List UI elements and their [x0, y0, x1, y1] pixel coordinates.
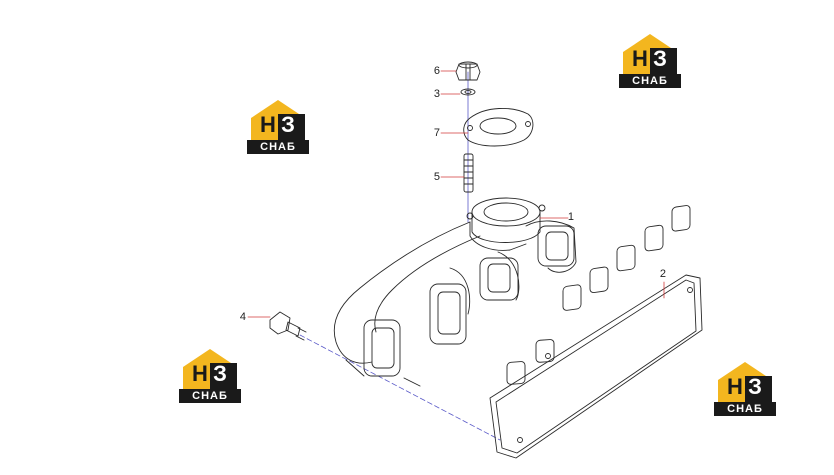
logo-house-icon — [718, 362, 772, 402]
logo-house-icon — [623, 34, 677, 74]
watermark-logo: H З СНАБ — [179, 345, 241, 407]
callout-1: 1 — [567, 211, 574, 223]
logo-banner: СНАБ — [247, 140, 309, 154]
gasket-part-2 — [489, 205, 703, 459]
callout-5: 5 — [433, 171, 440, 183]
manifold-part-1 — [333, 197, 577, 387]
logo-house-icon — [251, 100, 305, 140]
logo-letter-h: H — [727, 374, 743, 399]
callout-6: 6 — [433, 65, 440, 77]
logo-letter-z: З — [281, 112, 295, 137]
callout-2: 2 — [659, 268, 666, 280]
watermark-logo: H З СНАБ — [619, 30, 681, 92]
callout-4: 4 — [239, 311, 246, 323]
stud-part-5 — [463, 153, 474, 193]
leader-lines — [247, 70, 665, 318]
flange-part-7 — [463, 108, 534, 147]
logo-letter-z: З — [748, 374, 762, 399]
logo-house-icon — [183, 349, 237, 389]
logo-letter-h: H — [632, 46, 648, 71]
logo-letter-h: H — [192, 361, 208, 386]
logo-banner: СНАБ — [179, 389, 241, 403]
callout-7: 7 — [433, 127, 440, 139]
logo-banner: СНАБ — [714, 402, 776, 416]
watermark-logo: H З СНАБ — [247, 96, 309, 158]
logo-letter-z: З — [213, 361, 227, 386]
watermark-logo: H З СНАБ — [714, 358, 776, 420]
nut-part-6 — [455, 61, 481, 81]
bolt-part-4 — [269, 311, 307, 341]
washer-part-3 — [460, 88, 476, 96]
logo-letter-z: З — [653, 46, 667, 71]
logo-banner: СНАБ — [619, 74, 681, 88]
callout-3: 3 — [433, 88, 440, 100]
assembly-guide-dashed — [299, 334, 501, 441]
logo-letter-h: H — [260, 112, 276, 137]
